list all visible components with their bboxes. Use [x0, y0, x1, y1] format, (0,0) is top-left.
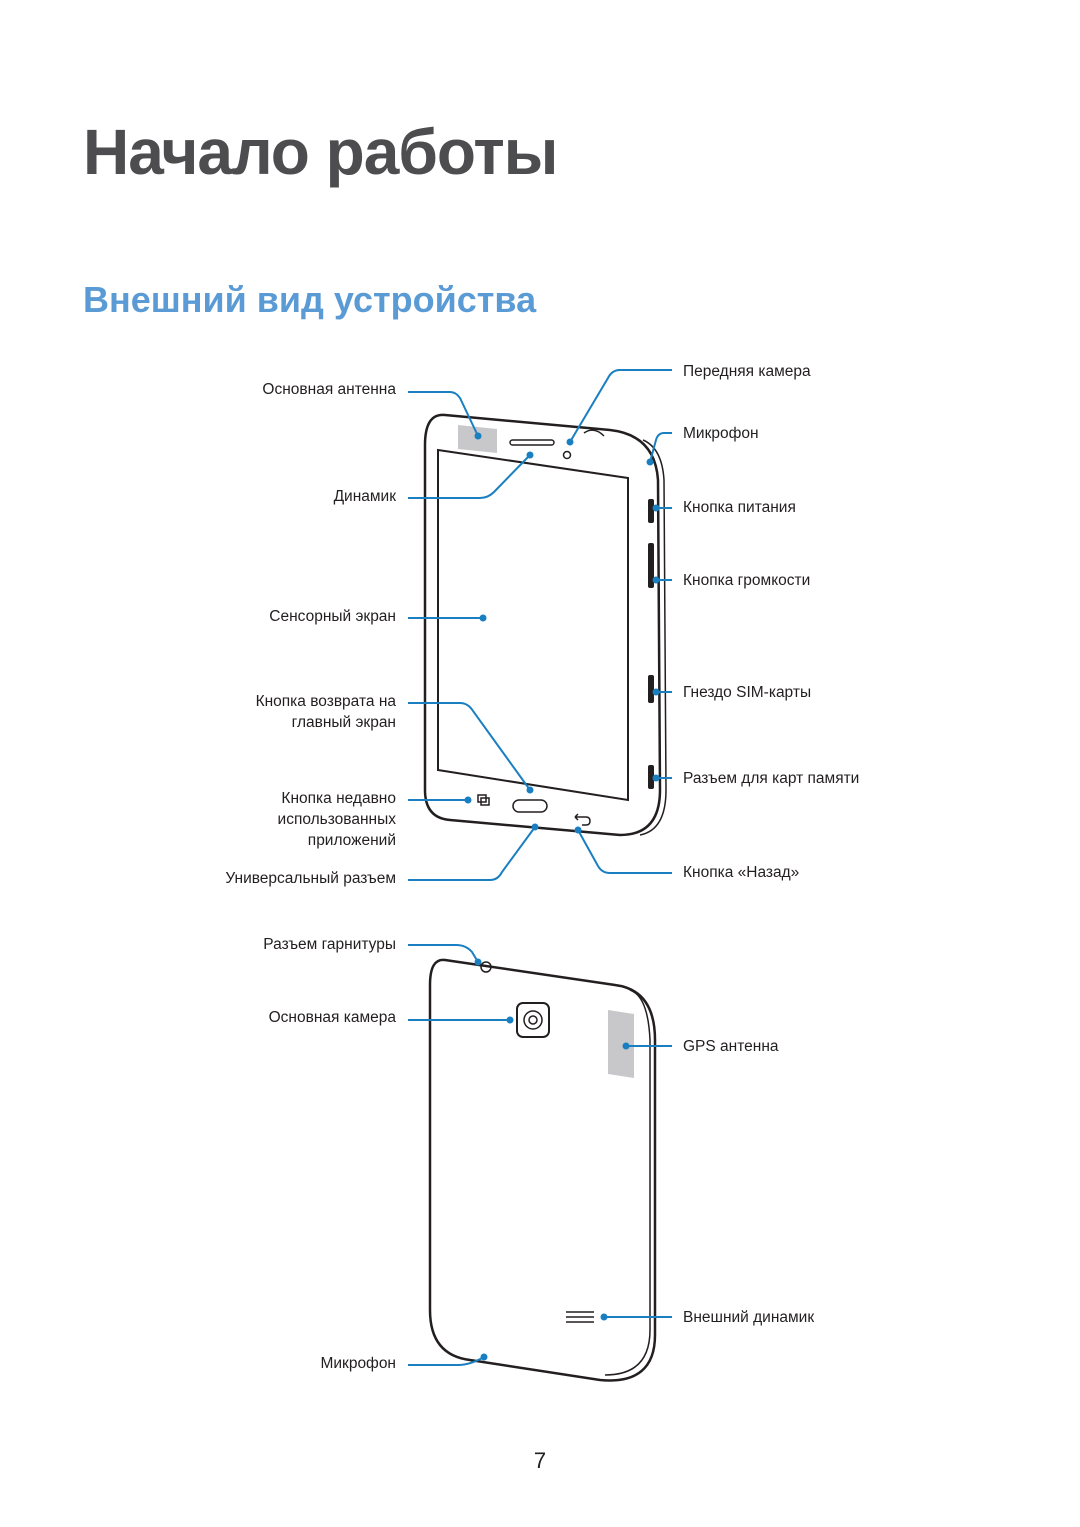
dot-multipurpose-jack	[531, 823, 539, 831]
dot-main-antenna	[474, 432, 482, 440]
chapter-title: Начало работы	[83, 116, 558, 188]
label-gps-antenna: GPS антенна	[683, 1038, 779, 1055]
page-number: 7	[533, 1448, 547, 1473]
label-recent-apps-line3: приложений	[307, 832, 396, 849]
label-memory-card-slot: Разъем для карт памяти	[683, 770, 860, 787]
dot-speaker	[526, 451, 534, 459]
label-headset-jack: Разъем гарнитуры	[263, 936, 396, 953]
label-back-button: Кнопка «Назад»	[683, 864, 800, 881]
dot-front-camera	[566, 438, 574, 446]
leader-multipurpose-jack	[408, 826, 536, 881]
label-external-speaker: Внешний динамик	[683, 1309, 815, 1326]
leader-headset-jack	[408, 944, 479, 963]
leader-main-antenna	[408, 391, 479, 437]
dot-headset-jack	[474, 958, 482, 966]
label-speaker: Динамик	[333, 488, 396, 505]
back-device-illustration	[428, 958, 657, 1382]
leader-front-camera	[569, 369, 672, 443]
dot-sim-slot	[652, 688, 660, 696]
leader-microphone-front	[649, 432, 672, 463]
label-power-button: Кнопка питания	[683, 499, 796, 516]
dot-recent-apps	[464, 796, 472, 804]
label-volume-button: Кнопка громкости	[683, 572, 811, 589]
label-front-camera: Передняя камера	[683, 363, 811, 380]
label-recent-apps: Кнопка недавно использованных приложений	[278, 788, 396, 851]
label-touchscreen: Сенсорный экран	[269, 608, 396, 625]
leader-speaker	[408, 454, 531, 499]
dot-microphone-front	[646, 458, 654, 466]
section-title: Внешний вид устройства	[83, 279, 537, 320]
label-main-antenna: Основная антенна	[262, 381, 396, 398]
label-sim-slot: Гнездо SIM-карты	[683, 684, 812, 701]
dot-power-button	[652, 504, 660, 512]
dot-gps-antenna	[622, 1042, 630, 1050]
dot-microphone-back	[480, 1353, 488, 1361]
dot-touchscreen	[479, 614, 487, 622]
leader-back-button	[577, 829, 672, 874]
front-device-illustration	[423, 413, 667, 837]
dot-volume-button	[652, 576, 660, 584]
label-multipurpose-jack: Универсальный разъем	[225, 870, 396, 887]
label-recent-apps-line1: Кнопка недавно	[281, 790, 396, 807]
dot-external-speaker	[600, 1313, 608, 1321]
label-home-button-line1: Кнопка возврата на	[255, 693, 396, 710]
dot-rear-camera	[506, 1016, 514, 1024]
leader-home-button	[408, 702, 531, 791]
dot-memory-card-slot	[652, 774, 660, 782]
label-microphone-front: Микрофон	[683, 425, 759, 442]
label-home-button-line2: главный экран	[291, 714, 396, 731]
dot-back-button	[574, 826, 582, 834]
label-rear-camera: Основная камера	[268, 1009, 396, 1026]
dot-home-button	[526, 786, 534, 794]
label-microphone-back: Микрофон	[320, 1355, 396, 1372]
label-recent-apps-line2: использованных	[277, 811, 396, 828]
label-home-button: Кнопка возврата на главный экран	[256, 691, 396, 733]
